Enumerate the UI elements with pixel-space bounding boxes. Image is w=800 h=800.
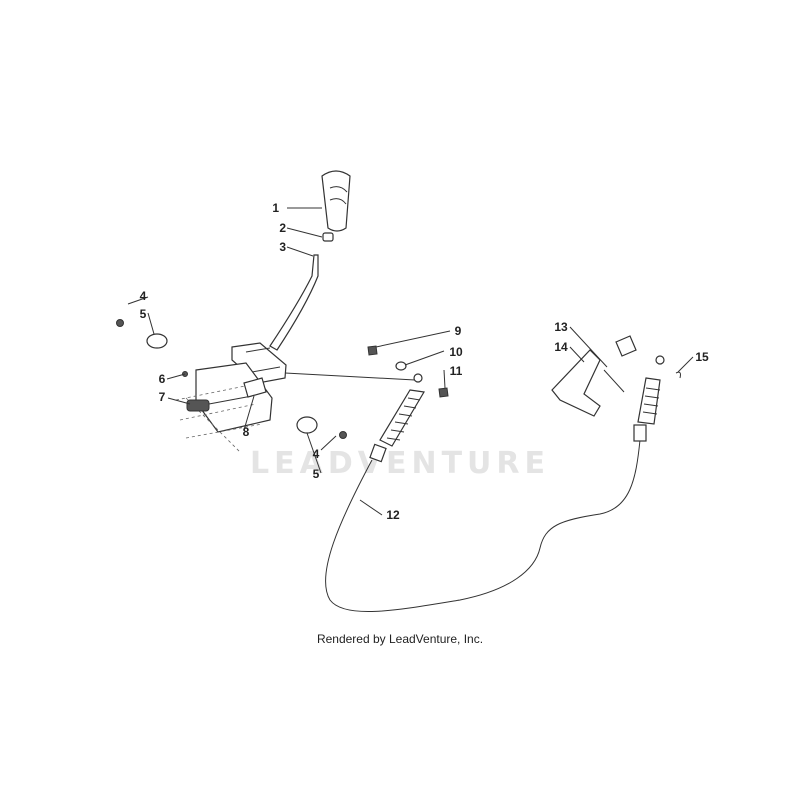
render-caption: Rendered by LeadVenture, Inc. bbox=[316, 632, 484, 646]
callout-7: 7 bbox=[159, 390, 166, 404]
watermark: LEADVENTURE bbox=[250, 446, 550, 481]
callout-1: 1 bbox=[272, 201, 279, 215]
washer-lower bbox=[296, 416, 318, 434]
shift-lever bbox=[269, 254, 319, 351]
callout-4: 4 bbox=[140, 289, 147, 303]
callout-10: 10 bbox=[449, 345, 463, 359]
shift-rod bbox=[284, 372, 416, 381]
bracket-clip bbox=[243, 377, 267, 398]
cable-end-right bbox=[633, 355, 665, 442]
shift-cable bbox=[325, 439, 641, 613]
callout-8: 8 bbox=[243, 425, 250, 439]
cable-end-left bbox=[369, 373, 425, 463]
bolt-9 bbox=[367, 345, 378, 356]
callout-5: 5 bbox=[140, 307, 147, 321]
bracket-bolt bbox=[603, 369, 625, 393]
callout-9: 9 bbox=[455, 324, 462, 338]
callout-14: 14 bbox=[554, 340, 568, 354]
washer-upper bbox=[146, 333, 168, 349]
callout-5-lower: 5 bbox=[313, 467, 320, 481]
callout-4-lower: 4 bbox=[313, 447, 320, 461]
spacer bbox=[322, 232, 334, 242]
cable-bracket bbox=[551, 349, 601, 417]
lever-pivot bbox=[231, 342, 287, 384]
bolt-clip bbox=[615, 335, 637, 357]
callout-15: 15 bbox=[695, 350, 709, 364]
shift-knob bbox=[321, 170, 351, 232]
bolt-lower bbox=[339, 431, 347, 439]
callout-2: 2 bbox=[279, 221, 286, 235]
nut-11 bbox=[438, 387, 449, 398]
callout-12: 12 bbox=[386, 508, 400, 522]
bolt-upper bbox=[116, 319, 124, 327]
callout-3: 3 bbox=[279, 240, 286, 254]
callout-11: 11 bbox=[450, 364, 463, 378]
callout-13: 13 bbox=[554, 320, 568, 334]
washer-10 bbox=[395, 361, 407, 371]
switch bbox=[186, 395, 253, 412]
callout-6: 6 bbox=[159, 372, 166, 386]
leader-lines bbox=[127, 207, 694, 516]
clip-15 bbox=[675, 371, 681, 379]
